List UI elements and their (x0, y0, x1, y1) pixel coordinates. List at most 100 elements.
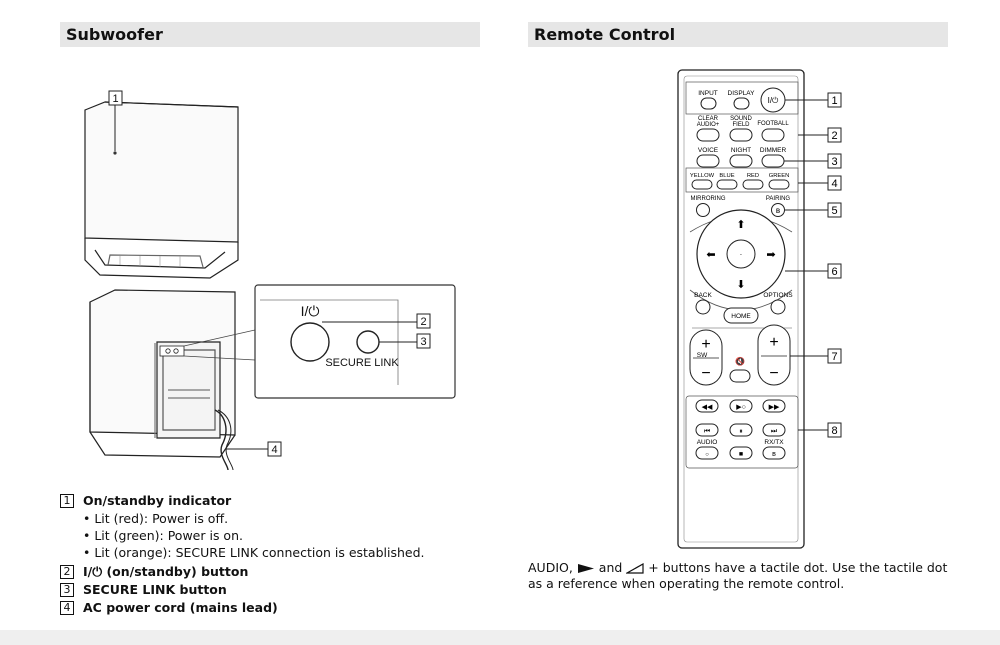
night-label: NIGHT (731, 147, 751, 154)
clear-audio-button[interactable] (696, 128, 720, 142)
dpad-center-dot: · (740, 250, 743, 259)
sw-label: SW (697, 352, 708, 359)
pairing-label: PAIRING (766, 196, 791, 202)
green-label: GREEN (769, 173, 790, 179)
rewind-icon: ◀◀ (702, 404, 713, 411)
audio-button[interactable] (695, 446, 719, 460)
legend-number: 3 (60, 583, 74, 597)
legend-bullet: • Lit (orange): SECURE LINK connection i… (60, 544, 480, 561)
remote-callout-8: 8 (831, 425, 837, 437)
pause-icon: ⏸ (739, 428, 743, 435)
note-part-2: and (598, 560, 623, 575)
remote-callout-5: 5 (831, 205, 837, 217)
callout-3-subwoofer: 3 (420, 336, 426, 348)
enter-button[interactable] (726, 239, 756, 269)
display-button[interactable] (733, 97, 750, 110)
yellow-button[interactable] (691, 179, 713, 190)
football-label: FOOTBALL (757, 121, 789, 127)
mirroring-button[interactable] (696, 203, 710, 217)
subwoofer-section-title: Subwoofer (60, 22, 480, 47)
secure-link-zoom-panel (254, 284, 456, 399)
pause-button[interactable] (729, 423, 753, 437)
fast-forward-icon: ▶▶ (769, 404, 780, 411)
sound-field-label-2: FIELD (732, 122, 750, 128)
remote-control-illustration: INPUT DISPLAY I/⏻ CLEAR AUDIO+ SOUND FIE… (677, 69, 842, 549)
subwoofer-volume-rocker[interactable] (689, 329, 723, 386)
legend-bullet-text: • Lit (orange): SECURE LINK connection i… (83, 545, 425, 560)
home-button[interactable] (723, 307, 759, 324)
on-standby-button[interactable] (290, 322, 330, 362)
volume-down-icon[interactable]: − (769, 365, 778, 382)
volume-wedge-icon (626, 563, 644, 574)
legend-label: I/⏻ (on/standby) button (83, 564, 249, 579)
rewind-button[interactable] (695, 399, 719, 413)
mute-icon: 🔇 (735, 356, 745, 366)
legend-item-4: 4 AC power cord (mains lead) (60, 599, 480, 617)
volume-rocker[interactable] (757, 324, 791, 386)
play-triangle-icon (577, 564, 594, 573)
next-button[interactable] (762, 423, 786, 437)
previous-button[interactable] (695, 423, 719, 437)
arrow-right-icon[interactable]: ➡ (766, 249, 775, 261)
blue-button[interactable] (716, 179, 738, 190)
bluetooth-rx-tx-icon: ʙ (772, 451, 776, 458)
blue-label: BLUE (719, 173, 734, 179)
input-button[interactable] (700, 97, 717, 110)
stop-button[interactable] (729, 446, 753, 460)
legend-label: SECURE LINK button (83, 582, 227, 597)
rx-tx-label: RX/TX (764, 439, 784, 446)
remote-callout-1: 1 (831, 95, 837, 107)
back-label: BACK (694, 292, 712, 299)
legend-item-1: 1 On/standby indicator (60, 492, 480, 510)
next-icon: ⏭ (771, 428, 778, 435)
home-label: HOME (731, 313, 751, 320)
mute-button[interactable] (729, 369, 751, 383)
voice-label: VOICE (698, 147, 719, 154)
clear-audio-label-2: AUDIO+ (697, 122, 720, 128)
subwoofer-legend: 1 On/standby indicator • Lit (red): Powe… (60, 492, 480, 617)
back-button[interactable] (695, 299, 711, 315)
football-button[interactable] (761, 128, 785, 142)
subwoofer-rear-view (89, 289, 236, 458)
bluetooth-icon: ʙ (776, 206, 780, 215)
remote-callout-2: 2 (831, 130, 837, 142)
rx-tx-button[interactable] (762, 446, 786, 460)
previous-icon: ⏮ (704, 428, 710, 435)
pairing-button[interactable] (771, 203, 785, 217)
red-button[interactable] (742, 179, 764, 190)
sw-volume-down-icon[interactable]: − (701, 365, 710, 382)
volume-up-icon[interactable]: + (769, 334, 778, 351)
callout-4-subwoofer: 4 (271, 444, 277, 456)
legend-number: 1 (60, 494, 74, 508)
legend-bullet: • Lit (red): Power is off. (60, 510, 480, 527)
remote-control-section-title: Remote Control (528, 22, 948, 47)
audio-label: AUDIO (697, 439, 718, 446)
remote-power-symbol: I/⏻ (768, 96, 779, 105)
sw-volume-up-icon[interactable]: + (701, 336, 710, 353)
green-button[interactable] (768, 179, 790, 190)
play-icon: ▶○ (736, 404, 746, 411)
legend-label: On/standby indicator (83, 493, 232, 508)
legend-number: 2 (60, 565, 74, 579)
footer-band (0, 630, 1000, 645)
secure-link-button[interactable] (356, 330, 380, 354)
legend-item-2: 2 I/⏻ (on/standby) button (60, 563, 480, 581)
options-button[interactable] (770, 299, 786, 315)
arrow-left-icon[interactable]: ⬅ (706, 249, 715, 261)
note-part-1: AUDIO, (528, 560, 573, 575)
legend-label: AC power cord (mains lead) (83, 600, 278, 615)
input-label: INPUT (698, 90, 718, 97)
play-button[interactable] (729, 399, 753, 413)
legend-item-3: 3 SECURE LINK button (60, 581, 480, 599)
arrow-down-icon[interactable]: ⬇ (736, 279, 745, 291)
secure-link-label: SECURE LINK (325, 357, 399, 369)
fast-forward-button[interactable] (762, 399, 786, 413)
legend-bullet-text: • Lit (green): Power is on. (83, 528, 243, 543)
arrow-up-icon[interactable]: ⬆ (736, 219, 745, 231)
dimmer-button[interactable] (761, 154, 785, 168)
mirroring-label: MIRRORING (691, 196, 726, 202)
display-label: DISPLAY (728, 90, 756, 97)
sound-field-button[interactable] (729, 128, 753, 142)
voice-button[interactable] (696, 154, 720, 168)
night-button[interactable] (729, 154, 753, 168)
